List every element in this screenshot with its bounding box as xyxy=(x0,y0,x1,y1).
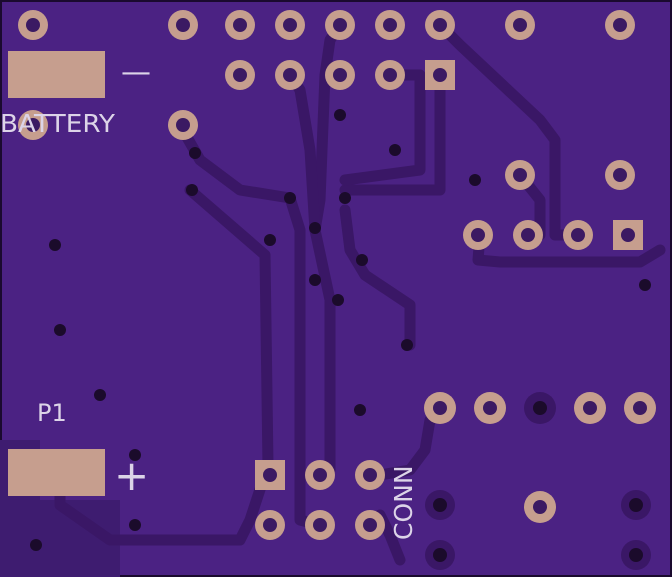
via xyxy=(332,294,344,306)
pad-round xyxy=(305,460,335,490)
pad-round xyxy=(463,220,493,250)
pad-round xyxy=(425,490,455,520)
conn-label: CONN xyxy=(389,465,418,540)
trace xyxy=(472,229,666,268)
pad-round xyxy=(513,220,543,250)
via xyxy=(639,279,651,291)
pad-round xyxy=(355,510,385,540)
via xyxy=(49,239,61,251)
trace xyxy=(339,204,416,351)
battery-minus-label: — xyxy=(121,55,151,90)
pad-round xyxy=(375,60,405,90)
trace xyxy=(174,119,296,204)
via xyxy=(264,234,276,246)
pad-round xyxy=(425,540,455,570)
pad-round xyxy=(225,10,255,40)
pad-round xyxy=(424,392,456,424)
pad-round xyxy=(524,491,556,523)
battery-plus-label: + xyxy=(114,451,149,500)
pad-round xyxy=(18,110,48,140)
pad-round xyxy=(474,392,506,424)
pad-round xyxy=(621,490,651,520)
via xyxy=(469,174,481,186)
battery-minus-pad xyxy=(8,51,105,98)
via xyxy=(356,254,368,266)
via xyxy=(94,389,106,401)
trace xyxy=(339,69,446,196)
via xyxy=(189,147,201,159)
pad-round xyxy=(325,60,355,90)
battery-plus-pad xyxy=(8,449,105,496)
via xyxy=(30,539,42,551)
via xyxy=(309,274,321,286)
pad-round xyxy=(605,10,635,40)
via xyxy=(129,519,141,531)
via xyxy=(334,109,346,121)
through-hole-pads xyxy=(18,10,656,570)
p1-label: P1 xyxy=(37,399,67,427)
pad-round xyxy=(225,60,255,90)
via xyxy=(389,144,401,156)
vias xyxy=(30,109,651,551)
pad-round xyxy=(168,10,198,40)
pad-round xyxy=(624,392,656,424)
pad-square xyxy=(255,460,285,490)
pad-round xyxy=(605,160,635,190)
pad-round xyxy=(524,392,556,424)
pad-round xyxy=(621,540,651,570)
via xyxy=(309,222,321,234)
via xyxy=(354,404,366,416)
trace xyxy=(434,19,584,241)
via xyxy=(129,449,141,461)
trace xyxy=(54,184,274,546)
via xyxy=(401,339,413,351)
pad-round xyxy=(255,510,285,540)
pad-round xyxy=(425,10,455,40)
pad-round xyxy=(275,60,305,90)
via xyxy=(339,192,351,204)
via xyxy=(186,184,198,196)
pad-round xyxy=(168,110,198,140)
via xyxy=(54,324,66,336)
pad-round xyxy=(275,10,305,40)
pad-round xyxy=(505,160,535,190)
pad-round xyxy=(375,10,405,40)
pad-round xyxy=(325,10,355,40)
via xyxy=(284,192,296,204)
battery-label: BATTERY xyxy=(0,109,116,138)
pad-round xyxy=(574,392,606,424)
pad-round xyxy=(305,510,335,540)
trace xyxy=(309,224,336,476)
pad-round xyxy=(355,460,385,490)
pad-round xyxy=(505,10,535,40)
pad-square xyxy=(613,220,643,250)
pad-round xyxy=(563,220,593,250)
pad-square xyxy=(425,60,455,90)
pad-round xyxy=(18,10,48,40)
